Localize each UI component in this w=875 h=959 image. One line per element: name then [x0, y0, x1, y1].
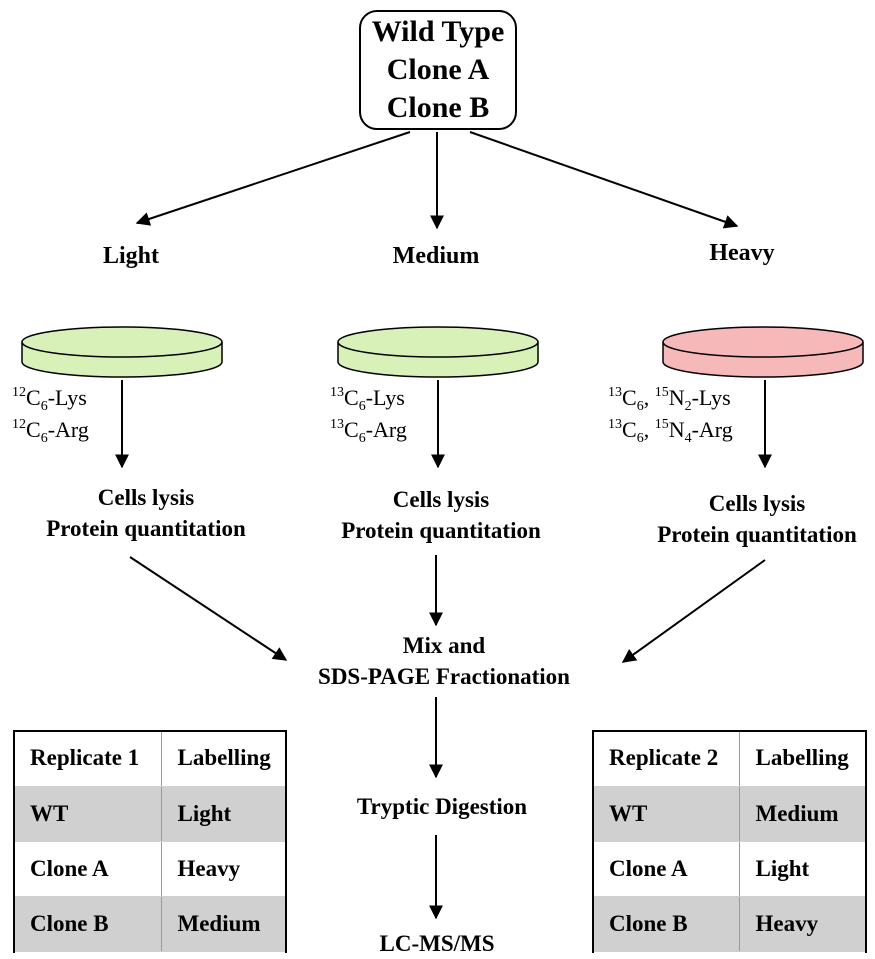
table-header-cell: Replicate 1 [14, 731, 162, 787]
lcms-step: LC-MS/MS [379, 931, 495, 956]
table-cell: WT [14, 786, 162, 842]
arrow-heavy-to-mix [621, 559, 766, 663]
table-cell: Clone A [593, 841, 740, 897]
table-cell: Heavy [161, 841, 286, 897]
process-medium: Cells lysis Protein quantitation [341, 487, 541, 543]
table-cell: Light [161, 786, 286, 842]
table-row: Clone A Heavy [14, 841, 286, 897]
dish-medium [337, 326, 539, 378]
arrow-light-to-mix [129, 556, 288, 661]
arm-label-medium: Medium [392, 243, 480, 269]
table-header-cell: Replicate 2 [593, 731, 740, 787]
arm-label-light: Light [102, 243, 160, 269]
table-cell: Clone B [593, 896, 740, 952]
reagent-light-arg: 12C6-Arg [12, 417, 89, 446]
table-header-row: Replicate 2 Labelling [593, 731, 866, 787]
start-box: Wild Type Clone A Clone B [359, 10, 517, 130]
process-heavy: Cells lysis Protein quantitation [657, 491, 857, 547]
table-cell: Heavy [739, 896, 866, 952]
reagent-medium-lys: 13C6-Lys [330, 385, 405, 414]
digestion-step: Tryptic Digestion [356, 794, 528, 819]
table-row: WT Medium [593, 786, 866, 842]
table-row: Clone B Heavy [593, 896, 866, 952]
table-cell: Medium [739, 786, 866, 842]
table-row: Clone A Light [593, 841, 866, 897]
dish-light [21, 326, 223, 378]
table-header-cell: Labelling [161, 731, 286, 787]
replicate-1-table: Replicate 1 Labelling WT Light Clone A H… [14, 731, 286, 952]
table-header-cell: Labelling [739, 731, 866, 787]
arm-label-heavy: Heavy [709, 240, 775, 266]
mix-step: Mix and SDS-PAGE Fractionation [318, 633, 570, 689]
table-cell: Clone B [14, 896, 162, 952]
table-cell: Medium [161, 896, 286, 952]
process-light: Cells lysis Protein quantitation [46, 485, 246, 541]
reagent-light-lys: 12C6-Lys [12, 385, 87, 414]
start-line-2: Clone A [386, 53, 490, 86]
table-cell: Light [739, 841, 866, 897]
table-cell: WT [593, 786, 740, 842]
reagent-heavy-lys: 13C6, 15N2-Lys [608, 385, 731, 414]
table-row: Clone B Medium [14, 896, 286, 952]
arrow-start-to-heavy [469, 131, 739, 229]
start-line-3: Clone B [386, 91, 490, 124]
replicate-2-table: Replicate 2 Labelling WT Medium Clone A … [593, 731, 866, 952]
dish-heavy [662, 326, 864, 378]
start-line-1: Wild Type [371, 15, 505, 48]
table-cell: Clone A [14, 841, 162, 897]
arrow-start-to-light [135, 131, 411, 226]
table-header-row: Replicate 1 Labelling [14, 731, 286, 787]
table-row: WT Light [14, 786, 286, 842]
reagent-heavy-arg: 13C6, 15N4-Arg [608, 417, 733, 446]
reagent-medium-arg: 13C6-Arg [330, 417, 407, 446]
